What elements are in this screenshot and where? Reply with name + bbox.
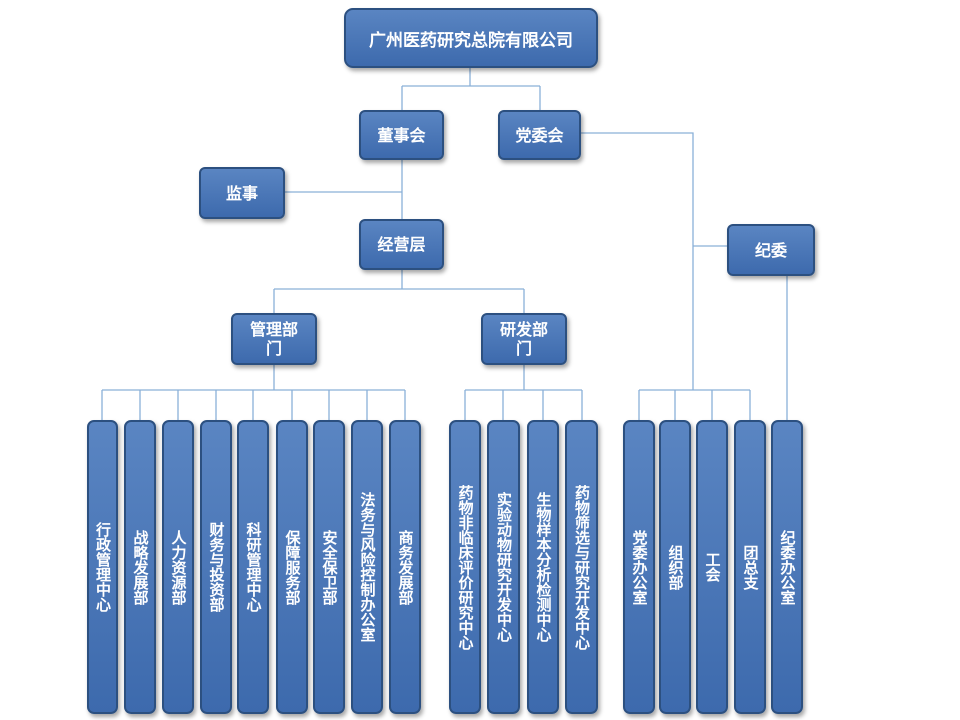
management-box: 经营层 [359,219,444,270]
admin-unit: 保障服务部 [276,420,308,714]
party-unit: 组织部 [659,420,691,714]
discipline-committee-box: 纪委 [727,224,815,276]
rd-unit: 实验动物研究开发中心 [487,420,520,714]
admin-unit: 战略发展部 [124,420,156,714]
admin-unit: 商务发展部 [389,420,421,714]
rd-unit: 生物样本分析检测中心 [527,420,559,714]
rd-dept-box: 研发部门 [481,313,567,365]
admin-unit: 科研管理中心 [237,420,269,714]
discipline-unit: 纪委办公室 [771,420,803,714]
rd-unit: 药物筛选与研究开发中心 [565,420,598,714]
supervisor-box: 监事 [199,167,285,219]
admin-unit: 财务与投资部 [200,420,232,714]
admin-unit: 人力资源部 [162,420,194,714]
party-unit: 团总支 [734,420,766,714]
admin-unit: 行政管理中心 [87,420,118,714]
company-box: 广州医药研究总院有限公司 [344,8,598,68]
admin-dept-box: 管理部门 [231,313,317,365]
rd-unit: 药物非临床评价研究中心 [449,420,481,714]
party-committee-box: 党委会 [498,110,581,160]
board-box: 董事会 [359,110,444,160]
admin-unit: 安全保卫部 [313,420,345,714]
party-unit: 工会 [696,420,728,714]
admin-unit: 法务与风险控制办公室 [351,420,383,714]
party-unit: 党委办公室 [623,420,655,714]
